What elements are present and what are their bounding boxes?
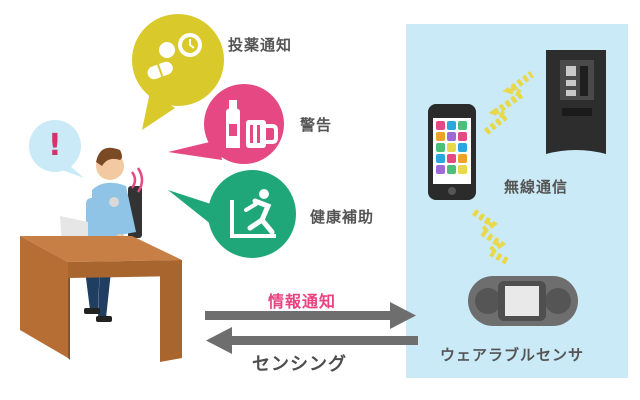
warning-bubble <box>168 84 284 164</box>
smartphone-icon <box>428 104 476 200</box>
desk-worker-illustration <box>20 147 182 362</box>
exercise-bubble <box>168 170 296 258</box>
bottle-mug-icon <box>226 100 278 148</box>
signal-zigzag-bottom <box>472 209 510 266</box>
treadmill-runner-icon <box>230 189 276 238</box>
wearable-label: ウェアラブルセンサ <box>440 346 585 364</box>
alert-bubble <box>29 120 84 178</box>
notification-arrow <box>205 302 416 329</box>
pills-clock-icon <box>147 33 202 80</box>
medication-bubble <box>132 14 224 130</box>
exercise-label: 健康補助 <box>310 208 375 226</box>
notification-label: 情報通知 <box>268 292 337 311</box>
wireless-label: 無線通信 <box>504 178 569 196</box>
vending-machine-icon <box>546 50 606 154</box>
sensing-label: センシング <box>252 354 347 375</box>
warning-label: 警告 <box>300 116 333 134</box>
sensing-arrow <box>206 327 418 354</box>
wearable-sensor-icon <box>468 276 578 326</box>
signal-zigzag-top <box>483 71 535 135</box>
alert-mark: ! <box>48 128 62 163</box>
medication-label: 投薬通知 <box>228 36 293 54</box>
